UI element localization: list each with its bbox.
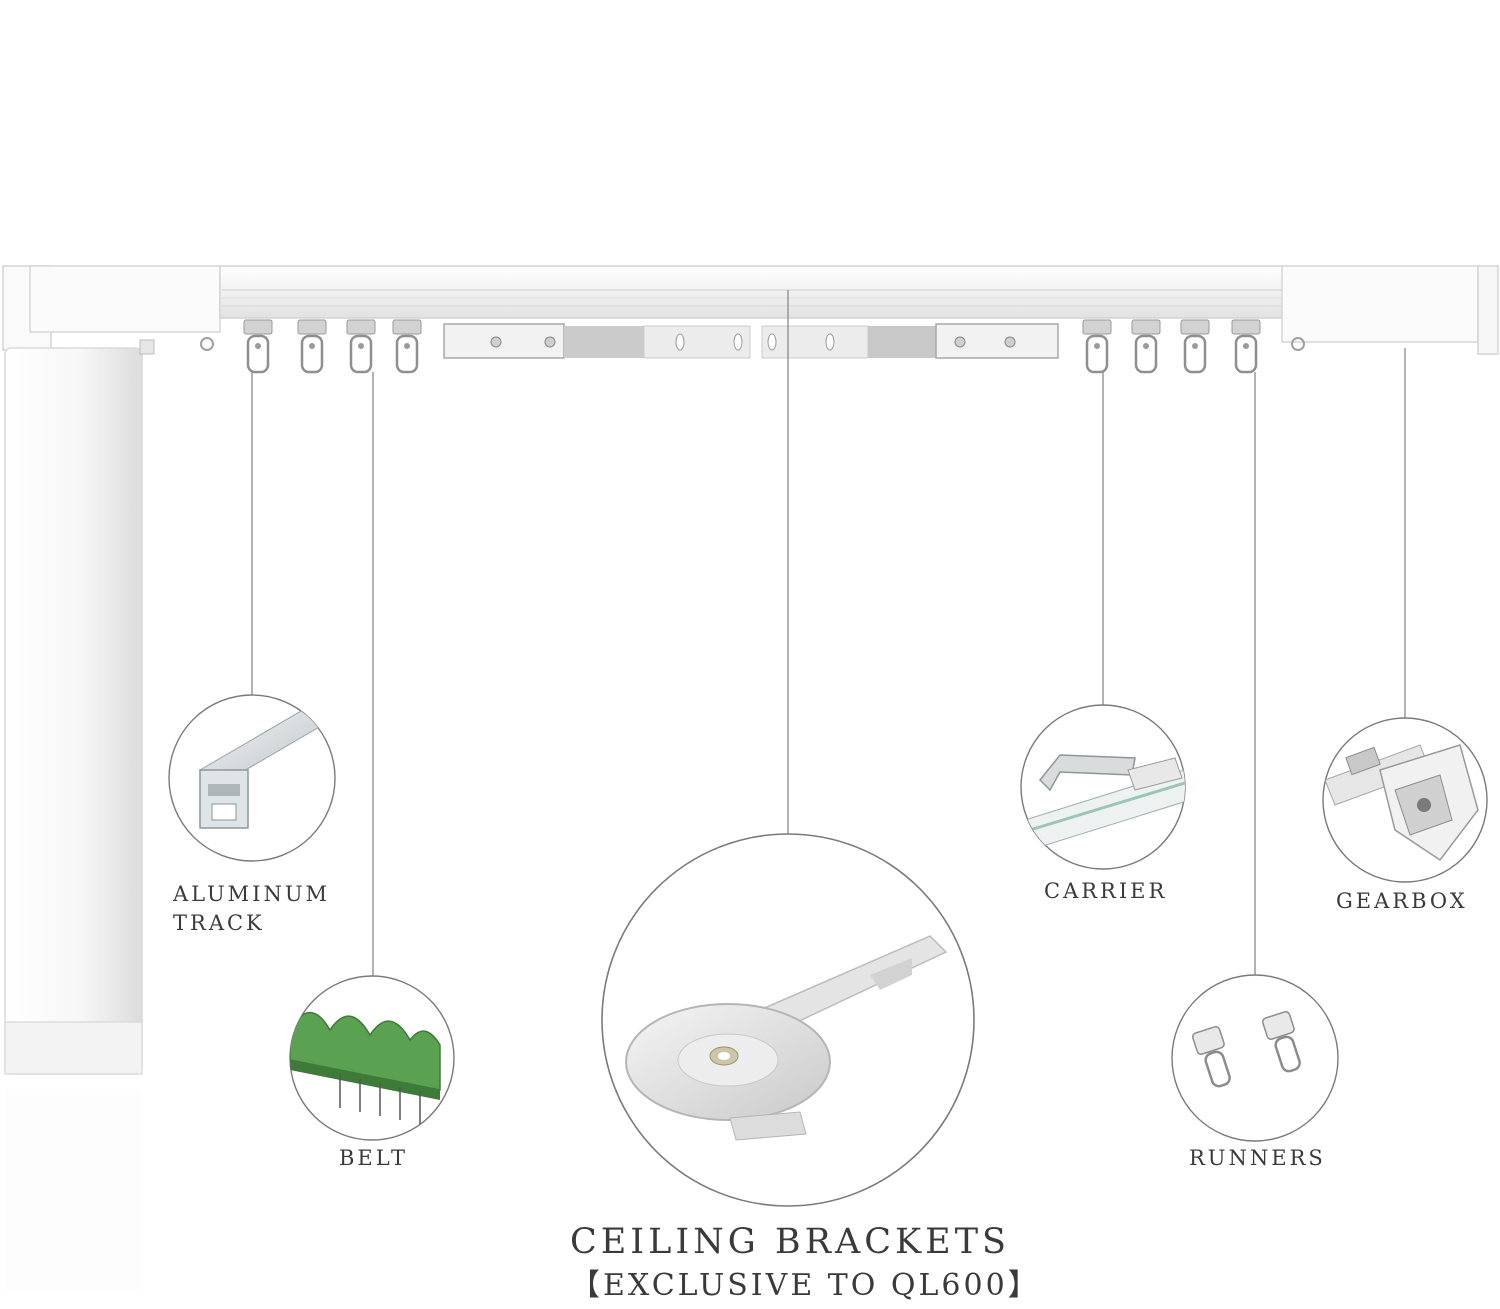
runner-hooks-right [1082, 319, 1261, 374]
aluminum-track-detail [168, 694, 336, 862]
carrier-detail [1020, 704, 1186, 870]
gearbox-detail [1322, 717, 1488, 883]
ceiling-bracket-detail [601, 833, 975, 1207]
label-aluminum-track-line2: TRACK [173, 911, 265, 935]
runners-detail [1171, 974, 1339, 1142]
belt-detail [289, 975, 455, 1141]
label-aluminum-track-line1: ALUMINUM [173, 882, 331, 906]
motor-unit [2, 265, 221, 1290]
center-connector [443, 323, 1059, 359]
label-runners: RUNNERS [1189, 1146, 1326, 1170]
label-carrier: CARRIER [1044, 879, 1168, 903]
runner-hooks-left [243, 319, 422, 374]
label-ceiling-brackets-sub: 【EXCLUSIVE TO QL600】 [570, 1268, 1041, 1303]
label-ceiling-brackets: CEILING BRACKETS [569, 1222, 1011, 1262]
label-belt: BELT [339, 1146, 409, 1170]
leader-lines [251, 290, 1406, 976]
label-gearbox: GEARBOX [1336, 889, 1468, 913]
end-hooks [200, 337, 1305, 351]
aluminum-track-rail [219, 265, 1499, 355]
